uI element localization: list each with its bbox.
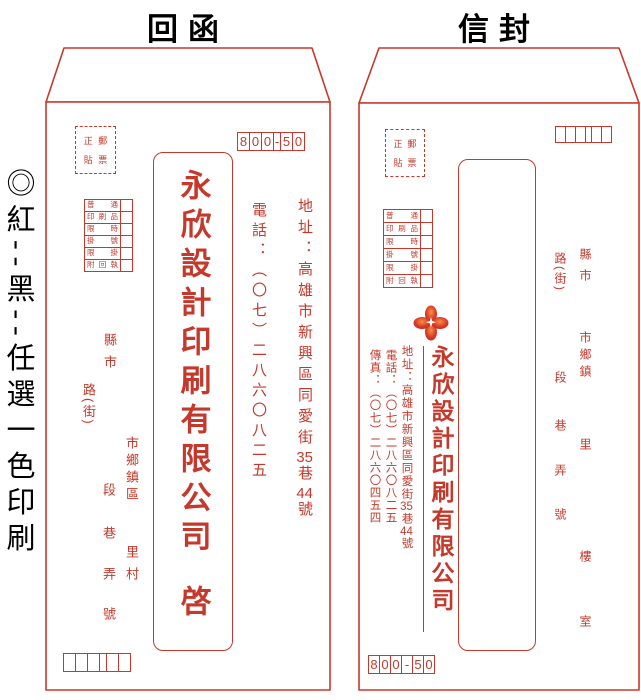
company-address: 地址：高雄市新興區同愛街35巷44號 bbox=[296, 198, 313, 522]
guide-alley: 弄 bbox=[553, 464, 567, 476]
service-checkbox bbox=[421, 236, 432, 248]
guide-road: 路(街) bbox=[81, 383, 96, 426]
stamp-char: 票 bbox=[98, 155, 108, 165]
company-phone: 電話：（〇七）二八六〇八二五 bbox=[250, 202, 267, 482]
company-fax: 傳真：（〇七）二八六〇四五四 bbox=[368, 349, 381, 524]
service-row: 印刷品 bbox=[384, 222, 432, 235]
stamp-char: 貼 bbox=[393, 158, 403, 168]
service-row: 限時 bbox=[384, 235, 432, 248]
company-name: 永欣設計印刷有限公司 bbox=[428, 345, 453, 615]
service-row: 限掛 bbox=[85, 247, 132, 259]
service-checkbox bbox=[121, 236, 132, 247]
service-row: 普通 bbox=[85, 200, 132, 211]
service-row: 附回執 bbox=[384, 274, 432, 287]
address-window bbox=[458, 159, 536, 651]
service-checkbox bbox=[121, 200, 132, 211]
service-row: 印刷品 bbox=[85, 211, 132, 223]
postal-digit-box: 0 bbox=[292, 132, 305, 151]
guide-room: 室 bbox=[578, 615, 592, 627]
guide-number: 號 bbox=[553, 508, 567, 520]
guide-section: 段 bbox=[101, 483, 116, 496]
stamp-placement-box: 正 郵 貼 票 bbox=[75, 126, 116, 174]
window-suffix: 啓 bbox=[175, 585, 211, 616]
service-row: 限掛 bbox=[384, 261, 432, 274]
guide-road: 路(街) bbox=[553, 252, 567, 292]
reply-envelope-title: 回函 bbox=[147, 12, 229, 47]
guide-section: 段 bbox=[553, 371, 567, 383]
stamp-char: 票 bbox=[407, 158, 417, 168]
guide-county: 縣市 bbox=[102, 333, 117, 377]
service-checkbox bbox=[121, 260, 132, 271]
guide-lane: 巷 bbox=[553, 419, 567, 431]
guide-township: 市鄉鎮區 bbox=[124, 436, 139, 504]
mail-service-table: 普通 印刷品 限時 掛號 限掛 附回執 bbox=[383, 209, 433, 288]
recipient-postal-code-boxes bbox=[555, 126, 612, 143]
mail-service-table: 普通 印刷品 限時 掛號 限掛 附回執 bbox=[84, 199, 133, 272]
service-row: 掛號 bbox=[384, 248, 432, 261]
guide-village: 里村 bbox=[124, 545, 139, 589]
stamp-char: 正 bbox=[83, 136, 93, 146]
flower-logo-icon bbox=[413, 305, 449, 341]
service-checkbox bbox=[121, 224, 132, 235]
company-name: 永欣設計印刷有限公司 bbox=[175, 169, 211, 559]
service-checkbox bbox=[421, 210, 432, 222]
color-option-note: ◎紅--黑--任選一色印刷 bbox=[2, 168, 34, 559]
guide-alley: 弄 bbox=[101, 567, 116, 580]
postal-digit-box bbox=[601, 126, 612, 143]
stamp-placement-box: 正 郵 貼 票 bbox=[385, 129, 425, 177]
stamp-char: 貼 bbox=[83, 155, 93, 165]
guide-lane: 巷 bbox=[101, 526, 116, 539]
service-checkbox bbox=[121, 212, 132, 223]
guide-number: 號 bbox=[101, 607, 116, 620]
guide-county: 縣市 bbox=[578, 248, 592, 290]
address-window: 永欣設計印刷有限公司啓 bbox=[153, 152, 233, 651]
reply-envelope: 正 郵 貼 票 8 0 0 - 5 0 普通 印刷品 限時 掛號 限掛 附回執 … bbox=[44, 46, 332, 692]
sender-postal-code-boxes: 8 0 0 - 5 0 bbox=[368, 655, 435, 674]
recipient-postal-code-boxes: 8 0 0 - 5 0 bbox=[237, 132, 305, 151]
service-checkbox bbox=[421, 249, 432, 261]
stamp-char: 郵 bbox=[407, 139, 417, 149]
service-checkbox bbox=[421, 223, 432, 235]
service-row: 限時 bbox=[85, 223, 132, 235]
service-checkbox bbox=[121, 248, 132, 259]
main-envelope-title: 信封 bbox=[458, 12, 540, 47]
postal-digit-box bbox=[118, 653, 131, 672]
sender-postal-code-boxes bbox=[63, 653, 131, 672]
company-phone: 電話：（〇七）二八六〇八二五 bbox=[384, 349, 397, 524]
guide-township: 市鄉鎮 bbox=[578, 331, 592, 382]
guide-floor: 樓 bbox=[578, 550, 592, 562]
service-checkbox bbox=[421, 262, 432, 274]
main-envelope: 正 郵 貼 票 普通 印刷品 限時 掛號 限掛 附回執 bbox=[357, 46, 641, 692]
service-checkbox bbox=[421, 275, 432, 287]
service-row: 掛號 bbox=[85, 235, 132, 247]
postal-digit-box: 0 bbox=[423, 655, 435, 674]
service-row: 附回執 bbox=[85, 259, 132, 271]
stamp-char: 正 bbox=[393, 139, 403, 149]
guide-village: 里 bbox=[578, 438, 592, 450]
divider-line bbox=[423, 346, 424, 632]
company-address: 地址：高雄市新興區同愛街35巷44號 bbox=[400, 345, 413, 550]
stamp-char: 郵 bbox=[98, 136, 108, 146]
service-row: 普通 bbox=[384, 210, 432, 222]
